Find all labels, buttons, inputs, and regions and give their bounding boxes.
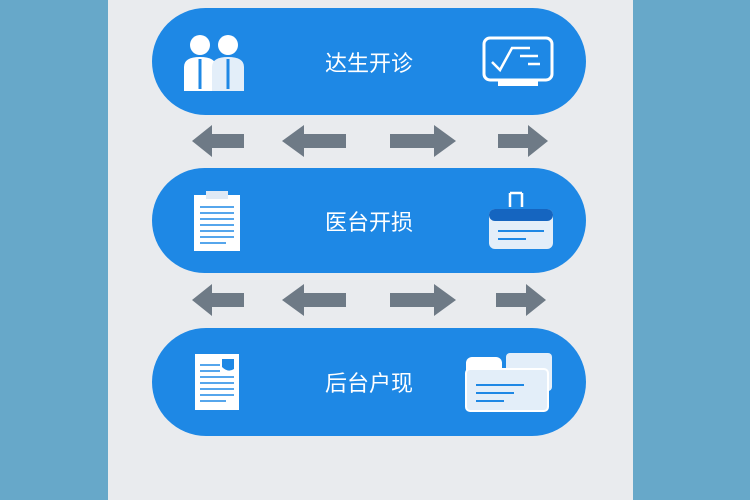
- monitor-icon: [482, 36, 554, 86]
- step-2-label: 医台开损: [324, 210, 413, 236]
- step-3-pill: 后台户现: [152, 328, 586, 436]
- card-icon: [489, 191, 553, 249]
- arrow-left-icon: [192, 125, 244, 157]
- doctors-icon: [184, 34, 244, 91]
- arrow-right-icon: [390, 125, 456, 157]
- arrow-row-1: [192, 125, 548, 157]
- document-icon: [195, 354, 239, 410]
- arrow-right-icon: [390, 284, 456, 316]
- arrow-left-icon: [282, 125, 346, 157]
- step-1-pill: 达生开诊: [152, 8, 586, 115]
- step-1-label: 达生开诊: [324, 51, 413, 77]
- arrow-left-icon: [282, 284, 346, 316]
- step-2-pill: 医台开损: [152, 168, 586, 273]
- arrow-right-icon: [496, 284, 546, 316]
- arrow-row-2: [192, 284, 546, 316]
- folders-icon: [465, 353, 552, 412]
- clipboard-icon: [194, 190, 240, 251]
- arrow-right-icon: [498, 125, 548, 157]
- step-3-label: 后台户现: [324, 372, 413, 397]
- arrow-left-icon: [192, 284, 244, 316]
